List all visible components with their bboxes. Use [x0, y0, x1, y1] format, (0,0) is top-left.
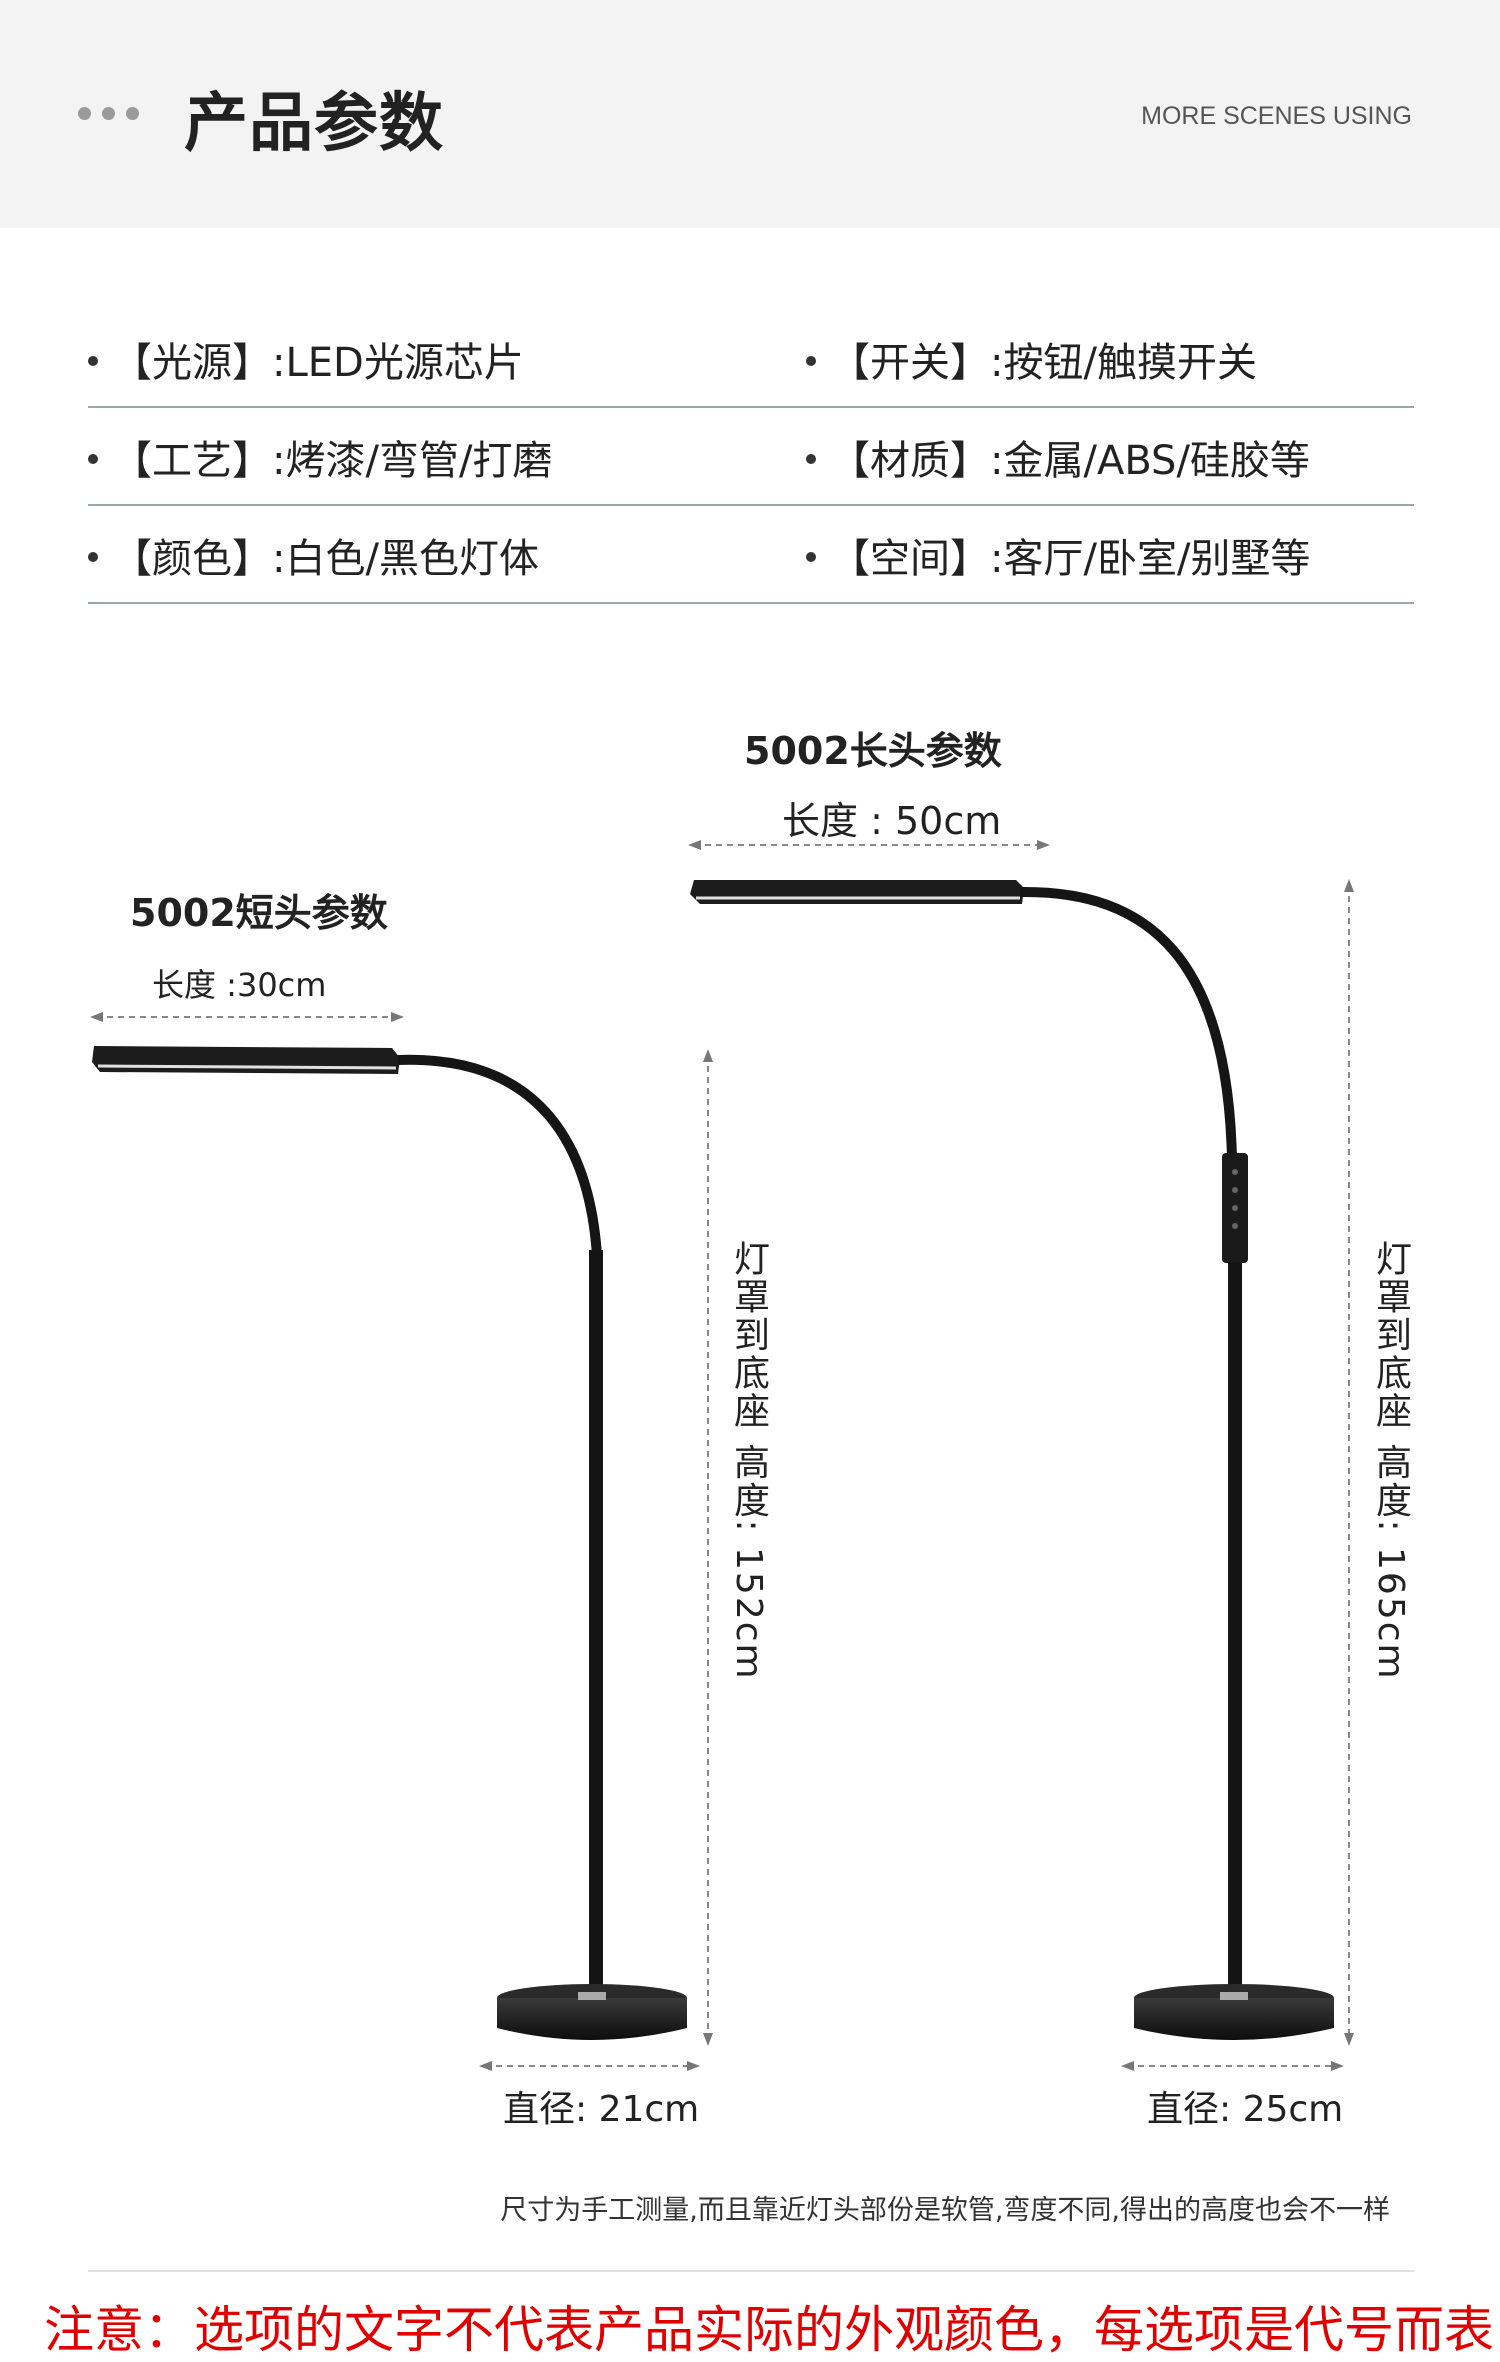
color-warning-text: 注意：选项的文字不代表产品实际的外观颜色，每选项是代号而表 — [44, 2301, 1494, 2359]
short-lamp-length: 长度 :30cm — [152, 966, 327, 1004]
control-button-icon — [1232, 1187, 1238, 1193]
bullet-icon — [806, 454, 816, 464]
long-lamp-height: 灯罩到底座 高度: 165cm — [1370, 1240, 1411, 1681]
short-lamp-head — [92, 1046, 400, 1074]
short-lamp-led — [97, 1064, 397, 1070]
spec-row: 【光源】:LED光源芯片 【开关】:按钮/触摸开关 — [88, 310, 1414, 408]
bullet-icon — [806, 552, 816, 562]
long-lamp-length: 长度 : 50cm — [782, 799, 1002, 843]
long-lamp-base — [1134, 1998, 1334, 2040]
short-lamp-height: 灯罩到底座 高度: 152cm — [728, 1240, 769, 1681]
ellipsis-dots-icon — [78, 107, 139, 120]
short-lamp-pole — [589, 1250, 603, 2000]
divider — [88, 2270, 1414, 2272]
header-banner: 产品参数 MORE SCENES USING — [0, 0, 1500, 228]
lamp-dimension-diagram — [90, 840, 1354, 2071]
page-title: 产品参数 — [184, 87, 444, 161]
short-lamp-gooseneck — [397, 1054, 603, 1281]
spec-item: 【颜色】:白色/黑色灯体 — [88, 526, 539, 584]
short-lamp-diameter: 直径: 21cm — [503, 2089, 700, 2130]
control-button-icon — [1232, 1169, 1238, 1175]
bullet-icon — [806, 356, 816, 366]
long-lamp-pole — [1228, 1262, 1242, 2000]
measurement-note: 尺寸为手工测量,而且靠近灯头部份是软管,弯度不同,得出的高度也会不一样 — [500, 2195, 1390, 2226]
spec-item: 【光源】:LED光源芯片 — [88, 330, 524, 388]
spec-row: 【颜色】:白色/黑色灯体 【空间】:客厅/卧室/别墅等 — [88, 506, 1414, 604]
long-lamp-gooseneck — [1019, 886, 1237, 1161]
control-button-icon — [1232, 1205, 1238, 1211]
long-lamp-illustration — [688, 840, 1354, 2071]
short-lamp-illustration — [90, 1012, 713, 2071]
long-lamp-joint — [1220, 1992, 1248, 2000]
spec-item: 【工艺】:烤漆/弯管/打磨 — [88, 428, 552, 486]
control-button-icon — [1232, 1223, 1238, 1229]
bullet-icon — [88, 552, 98, 562]
spec-item: 【空间】:客厅/卧室/别墅等 — [806, 526, 1310, 584]
spec-table: 【光源】:LED光源芯片 【开关】:按钮/触摸开关 【工艺】:烤漆/弯管/打磨 … — [88, 310, 1414, 604]
short-lamp-title: 5002短头参数 — [130, 891, 388, 935]
spec-item: 【开关】:按钮/触摸开关 — [806, 330, 1257, 388]
spec-row: 【工艺】:烤漆/弯管/打磨 【材质】:金属/ABS/硅胶等 — [88, 408, 1414, 506]
bullet-icon — [88, 454, 98, 464]
long-lamp-diameter: 直径: 25cm — [1147, 2089, 1344, 2130]
spec-item: 【材质】:金属/ABS/硅胶等 — [806, 428, 1310, 486]
short-lamp-base — [497, 1998, 687, 2040]
header-subtitle: MORE SCENES USING — [1141, 102, 1412, 130]
bullet-icon — [88, 356, 98, 366]
short-lamp-joint — [578, 1992, 606, 2000]
long-lamp-head — [690, 880, 1024, 904]
long-lamp-title: 5002长头参数 — [744, 729, 1002, 773]
